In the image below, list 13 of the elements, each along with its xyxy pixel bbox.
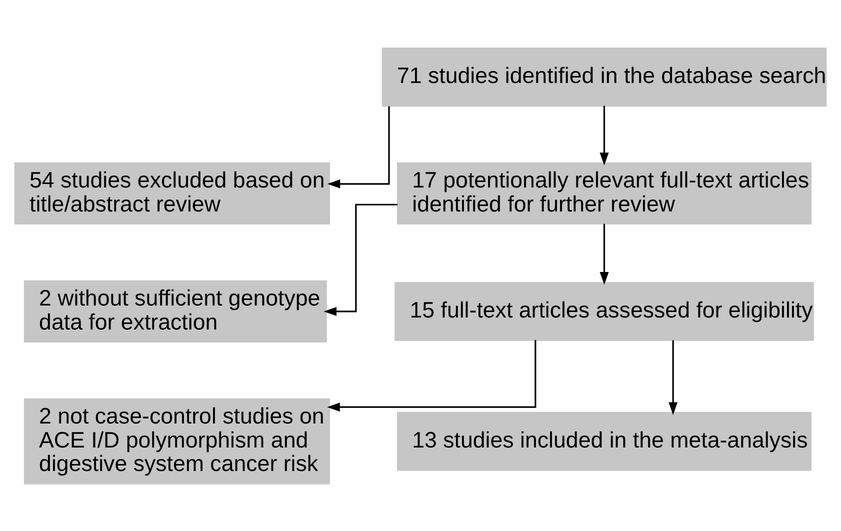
arrow — [327, 340, 536, 412]
node-box: 2 not case-control studies on ACE I/D polymorphism and digestive system cancer risk — [24, 398, 330, 484]
node-box: 17 potentionally relevant full-text articles identified for further review — [396, 162, 812, 224]
node-box: 13 studies included in the meta-analysis — [396, 411, 812, 470]
node-box: 15 full-text articles assessed for eligibility — [394, 281, 814, 340]
arrow — [327, 106, 390, 188]
arrow — [600, 105, 609, 165]
arrow — [324, 203, 398, 316]
arrow — [600, 223, 609, 284]
node-box: 54 studies excluded based on title/abstract review — [14, 162, 330, 224]
arrow — [668, 340, 678, 415]
node-box: 71 studies identified in the database search — [382, 47, 827, 106]
node-box: 2 without sufficient genotype data for extraction — [24, 280, 327, 342]
